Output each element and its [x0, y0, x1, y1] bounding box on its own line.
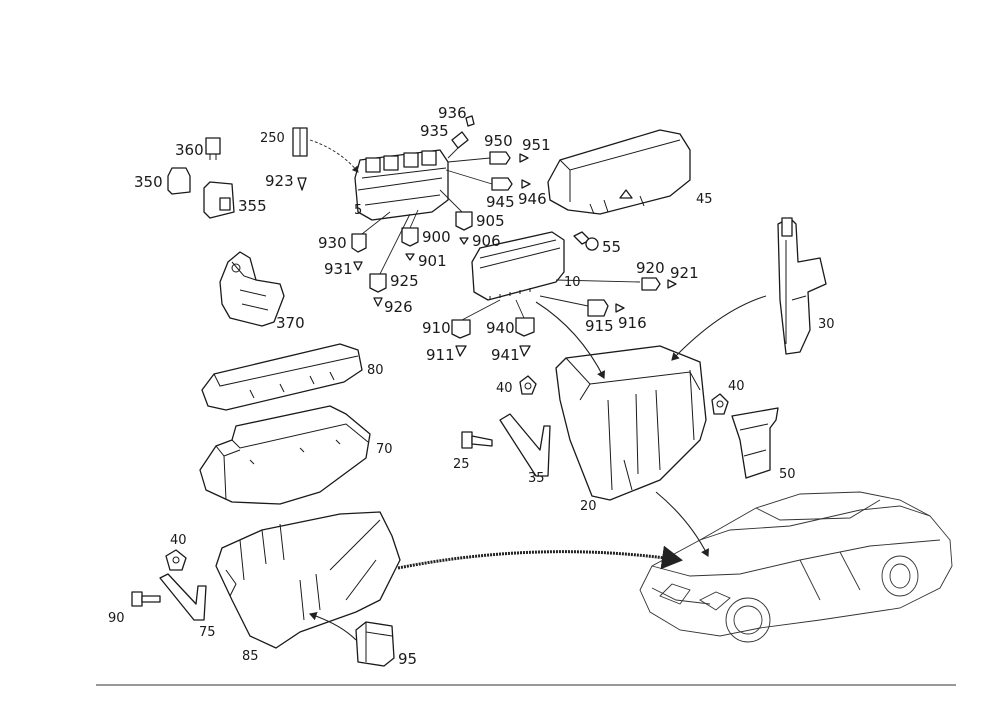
bracket-35	[499, 413, 551, 477]
label-921: 921	[670, 264, 699, 282]
label-10: 10	[564, 275, 581, 290]
label-905: 905	[476, 212, 505, 230]
label-940: 940	[486, 319, 515, 337]
relay-360	[205, 137, 221, 160]
label-40-lower: 40	[170, 533, 187, 548]
label-920: 920	[636, 259, 665, 277]
label-45: 45	[696, 192, 713, 207]
label-355: 355	[238, 197, 267, 215]
screw-90	[131, 591, 161, 607]
fuse-920-921	[641, 277, 677, 291]
label-360: 360	[175, 141, 204, 159]
label-951: 951	[522, 136, 551, 154]
fuse-923	[297, 177, 307, 191]
label-911: 911	[426, 346, 455, 364]
label-40-right: 40	[728, 379, 745, 394]
part-labels: 936 935 950 951 250 360 350 923 355 5 94…	[108, 104, 835, 668]
fuse-900-901	[401, 209, 419, 261]
screw-25	[461, 431, 493, 449]
label-95: 95	[398, 650, 417, 668]
label-20: 20	[580, 499, 597, 514]
label-945: 945	[486, 193, 515, 211]
grommet-40-lower	[165, 549, 187, 571]
housing-20	[555, 345, 707, 501]
fuse-905-906	[439, 189, 473, 245]
bracket-75	[159, 573, 207, 621]
label-923: 923	[265, 172, 294, 190]
label-50: 50	[779, 467, 796, 482]
label-935: 935	[420, 122, 449, 140]
label-350: 350	[134, 173, 163, 191]
label-910: 910	[422, 319, 451, 337]
fuse-930-931	[351, 211, 391, 271]
relay-350	[167, 167, 191, 195]
pointer-arrows	[308, 295, 767, 641]
fuse-915-916	[539, 295, 625, 317]
fuse-relay-box-5	[354, 149, 449, 221]
label-901: 901	[418, 252, 447, 270]
screw-55	[573, 231, 599, 251]
module-95	[355, 621, 395, 667]
label-80: 80	[367, 363, 384, 378]
label-35: 35	[528, 471, 545, 486]
label-915: 915	[585, 317, 614, 335]
label-75: 75	[199, 625, 216, 640]
control-module-10	[471, 231, 641, 301]
fuse-940-941	[515, 299, 535, 357]
fuse-925-926	[369, 213, 411, 307]
label-85: 85	[242, 649, 259, 664]
label-946: 946	[518, 190, 547, 208]
car-illustration	[639, 491, 953, 643]
relay-355	[203, 181, 235, 219]
label-70: 70	[376, 442, 393, 457]
label-25: 25	[453, 457, 470, 472]
label-55: 55	[602, 238, 621, 256]
label-370: 370	[276, 314, 305, 332]
label-30: 30	[818, 317, 835, 332]
box-70	[199, 405, 371, 505]
connector-250	[292, 127, 359, 173]
label-936: 936	[438, 104, 467, 122]
label-916: 916	[618, 314, 647, 332]
fuse-945-946	[445, 169, 531, 191]
housing-85	[215, 511, 401, 649]
label-950: 950	[484, 132, 513, 150]
fuse-936-935	[447, 115, 475, 159]
label-926: 926	[384, 298, 413, 316]
bracket-30	[777, 217, 827, 355]
cover-80	[201, 343, 363, 411]
label-900: 900	[422, 228, 451, 246]
label-925: 925	[390, 272, 419, 290]
label-941: 941	[491, 346, 520, 364]
label-250: 250	[260, 131, 285, 146]
grommet-40-right	[711, 393, 729, 415]
label-40-top: 40	[496, 381, 513, 396]
cover-45	[547, 129, 691, 215]
fuse-950-951	[447, 151, 529, 165]
label-906: 906	[472, 232, 501, 250]
label-930: 930	[318, 234, 347, 252]
label-5: 5	[354, 203, 362, 218]
bracket-370	[219, 251, 285, 327]
fuse-910-911	[451, 299, 501, 357]
label-931: 931	[324, 260, 353, 278]
plate-50	[731, 407, 779, 479]
label-90: 90	[108, 611, 125, 626]
grommet-40-left	[519, 375, 537, 395]
